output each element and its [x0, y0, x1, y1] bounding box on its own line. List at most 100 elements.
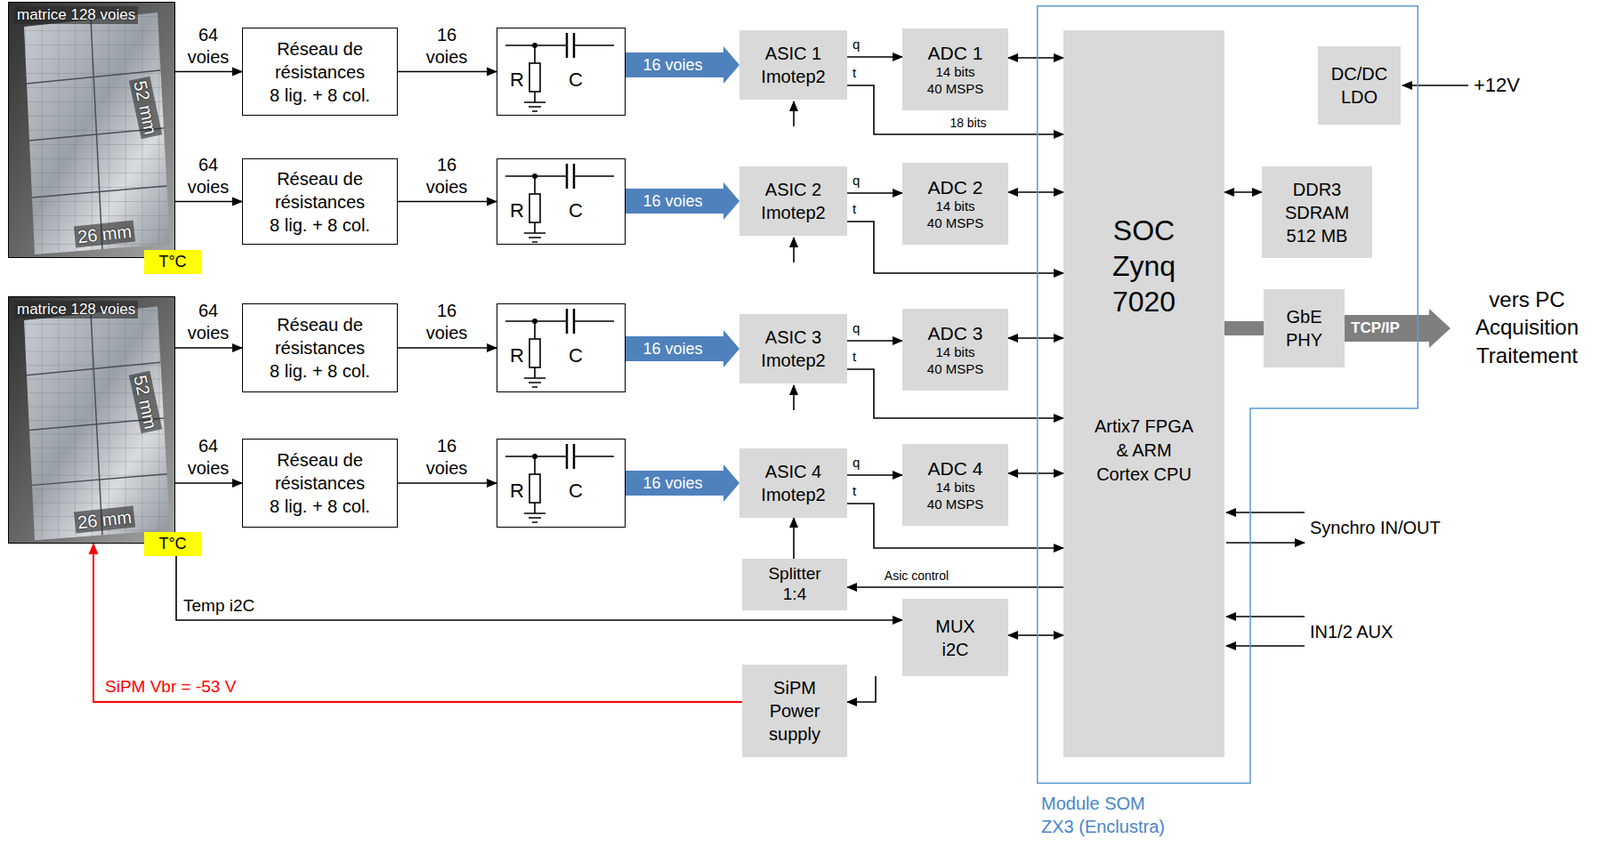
node-label: T°C — [158, 535, 186, 554]
bus-arrow — [625, 182, 740, 220]
supply-voltage: +12V — [1473, 72, 1520, 98]
asic-box: ASIC 3 Imotep2 — [739, 314, 848, 384]
edge-label: 16 voies — [642, 191, 703, 212]
signal-name: Synchro IN/OUT — [1309, 517, 1441, 540]
data-bus — [1224, 321, 1264, 336]
mux-box: MUX i2C — [902, 598, 1009, 677]
signal-line — [1008, 56, 1064, 59]
supply-arrow — [1402, 84, 1469, 87]
edge-label: t — [852, 483, 857, 501]
signal-line — [397, 71, 497, 73]
edge-label: 16 voies — [420, 24, 474, 69]
signal-line — [397, 347, 497, 349]
network-arrow — [1344, 308, 1451, 348]
soc-box: SOC Zynq 7020Artix7 FPGA & ARM Cortex CP… — [1063, 30, 1225, 758]
signal-line — [1224, 191, 1262, 194]
component-letter: C — [568, 67, 583, 94]
edge-label: 16 voies — [642, 55, 703, 76]
node-label: 14 bits — [935, 344, 975, 362]
component-letter: C — [568, 478, 583, 505]
node-label: ADC 4 — [928, 457, 984, 480]
node-label: ASIC 3 Imotep2 — [749, 325, 839, 372]
sipm-matrix-frame: matrice 128 voies52 mm26 mm — [8, 296, 176, 544]
signal-line — [1008, 634, 1064, 637]
node-label: 8 lig. + 8 col. — [269, 213, 371, 237]
control-arrow — [792, 385, 795, 411]
node-label: Réseau de résistances — [253, 167, 388, 214]
node-label: SOC Zynq 7020 — [1085, 212, 1203, 320]
node-label: 14 bits — [935, 479, 975, 497]
resistor-network: Réseau de résistances8 lig. + 8 col. — [242, 158, 398, 245]
node-label: ADC 2 — [928, 176, 984, 199]
node-label: 8 lig. + 8 col. — [269, 83, 371, 107]
edge-label: 16 voies — [420, 299, 474, 345]
adc-box: ADC 314 bits40 MSPS — [902, 308, 1009, 391]
module-label: Module SOM ZX3 (Enclustra) — [1041, 791, 1175, 839]
dimension-label: 26 mm — [73, 220, 136, 249]
temperature-sensor: T°C — [144, 532, 202, 557]
component-letter: R — [509, 343, 525, 370]
signal-line — [175, 201, 243, 203]
asic-box: ASIC 4 Imotep2 — [739, 448, 848, 518]
signal-line — [847, 192, 903, 194]
rc-filter: RC — [496, 438, 626, 528]
node-label: DDR3 SDRAM 512 MB — [1272, 177, 1362, 248]
node-label: 8 lig. + 8 col. — [269, 359, 371, 383]
signal-name: IN1/2 AUX — [1309, 621, 1393, 644]
edge-label: q — [852, 320, 860, 338]
power-supply-box: SiPM Power supply — [742, 664, 848, 758]
node-label: 40 MSPS — [927, 80, 984, 98]
node-label: MUX i2C — [926, 614, 985, 662]
ethernet-phy: GbE PHY — [1263, 289, 1345, 368]
node-label: ADC 1 — [928, 41, 984, 65]
temperature-sensor: T°C — [144, 250, 202, 275]
bias-voltage-line — [93, 543, 743, 703]
signal-arrow — [1226, 645, 1305, 647]
signal-line — [175, 347, 243, 349]
node-label: GbE PHY — [1273, 305, 1336, 352]
component-letter: R — [509, 478, 525, 505]
control-arrow — [792, 237, 795, 263]
bus-arrow — [625, 464, 740, 502]
edge-label: Asic control — [884, 568, 949, 585]
power-regulator: DC/DC LDO — [1317, 46, 1401, 125]
dimension-label: 26 mm — [73, 506, 136, 534]
node-label: 14 bits — [935, 198, 975, 216]
sipm-matrix-frame: matrice 128 voies52 mm26 mm — [8, 1, 176, 259]
edge-label: Temp i2C — [183, 595, 255, 617]
sipm-matrix-photo — [8, 1, 176, 259]
edge-label: q — [852, 454, 860, 472]
node-label: 40 MSPS — [927, 496, 984, 514]
node-label: ASIC 2 Imotep2 — [749, 177, 839, 225]
control-arrow — [792, 101, 795, 127]
rc-filter: RC — [496, 303, 626, 393]
bus-arrow — [625, 46, 740, 84]
component-letter: R — [509, 198, 525, 225]
edge-label: t — [852, 64, 857, 82]
edge-label: 16 voies — [642, 473, 703, 494]
memory-box: DDR3 SDRAM 512 MB — [1261, 166, 1373, 259]
rc-symbol — [505, 444, 615, 523]
bus-width: 18 bits — [949, 115, 986, 132]
edge-label: 64 voies — [181, 153, 235, 199]
signal-line — [847, 474, 903, 477]
node-label: Réseau de résistances — [253, 37, 388, 84]
node-label: 40 MSPS — [927, 361, 984, 379]
signal-line — [175, 71, 243, 73]
signal-line — [847, 586, 1064, 589]
rc-symbol — [505, 163, 615, 243]
component-letter: C — [568, 198, 583, 225]
resistor-network: Réseau de résistances8 lig. + 8 col. — [242, 303, 398, 393]
signal-arrow — [1226, 615, 1305, 618]
node-label: ASIC 4 Imotep2 — [749, 460, 839, 507]
adc-box: ADC 414 bits40 MSPS — [902, 444, 1009, 526]
node-label: 14 bits — [935, 64, 975, 81]
asic-box: ASIC 1 Imotep2 — [739, 30, 848, 100]
rc-symbol — [505, 308, 615, 388]
edge-label: q — [852, 172, 860, 190]
photo-caption: matrice 128 voies — [14, 6, 138, 25]
edge-label: t — [852, 201, 857, 219]
node-label: SiPM Power supply — [750, 676, 840, 746]
node-label: Artix7 FPGA & ARM Cortex CPU — [1090, 414, 1198, 487]
